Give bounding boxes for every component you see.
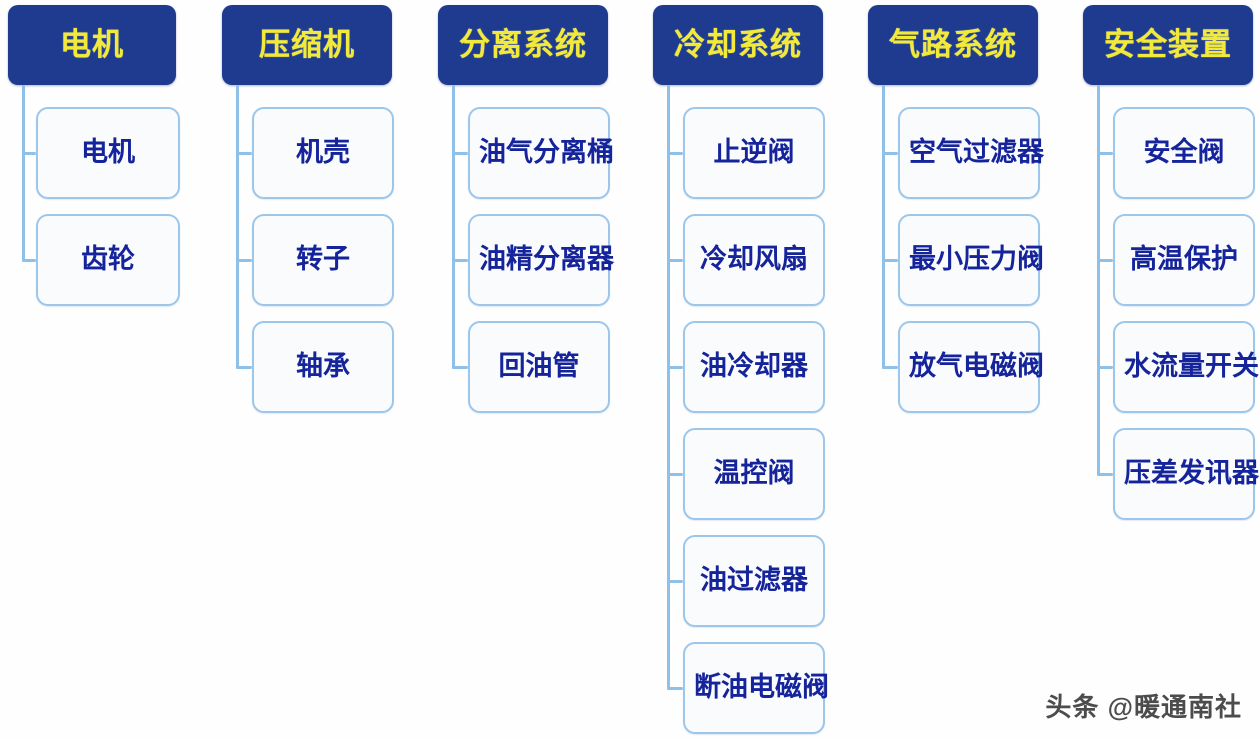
category-header-4[interactable]: 冷却系统 xyxy=(653,5,823,85)
connector-stub xyxy=(22,259,36,262)
category-header-label: 分离系统 xyxy=(459,26,587,62)
component-label: 空气过滤器 xyxy=(909,137,1044,168)
category-header-6[interactable]: 安全装置 xyxy=(1083,5,1253,85)
component-label: 油过滤器 xyxy=(700,565,808,596)
connector-stub xyxy=(882,259,898,262)
category-header-label: 电机 xyxy=(60,26,124,62)
category-header-3[interactable]: 分离系统 xyxy=(438,5,608,85)
connector-stub xyxy=(1097,366,1113,369)
component-label: 转子 xyxy=(296,244,350,275)
connector-trunk xyxy=(667,85,670,690)
component-label: 机壳 xyxy=(296,137,350,168)
component-label: 最小压力阀 xyxy=(909,244,1044,275)
component-label: 安全阀 xyxy=(1143,137,1225,168)
category-header-5[interactable]: 气路系统 xyxy=(868,5,1038,85)
component-label: 压差发讯器 xyxy=(1124,458,1259,489)
component-label: 高温保护 xyxy=(1130,244,1238,275)
connector-trunk xyxy=(452,85,455,369)
component-label: 回油管 xyxy=(498,351,580,382)
connector-stub xyxy=(667,152,683,155)
connector-stub xyxy=(667,580,683,583)
component-label: 放气电磁阀 xyxy=(909,351,1044,382)
component-box[interactable]: 断油电磁阀 xyxy=(683,642,829,734)
category-header-label: 冷却系统 xyxy=(674,26,802,62)
component-box[interactable]: 油冷却器 xyxy=(683,321,825,413)
connector-stub xyxy=(1097,473,1113,476)
connector-stub xyxy=(452,152,468,155)
category-header-label: 安全装置 xyxy=(1104,26,1232,62)
component-box[interactable]: 最小压力阀 xyxy=(898,214,1044,306)
component-label: 油气分离桶 xyxy=(479,137,614,168)
connector-stub xyxy=(667,366,683,369)
component-box[interactable]: 机壳 xyxy=(252,107,394,199)
category-header-label: 压缩机 xyxy=(259,26,355,62)
connector-stub xyxy=(667,259,683,262)
component-label: 断油电磁阀 xyxy=(694,672,829,703)
component-box[interactable]: 高温保护 xyxy=(1113,214,1255,306)
connector-stub xyxy=(22,152,36,155)
component-label: 油精分离器 xyxy=(479,244,614,275)
component-box[interactable]: 齿轮 xyxy=(36,214,180,306)
component-box[interactable]: 安全阀 xyxy=(1113,107,1255,199)
connector-stub xyxy=(882,366,898,369)
component-box[interactable]: 油精分离器 xyxy=(468,214,614,306)
component-label: 油冷却器 xyxy=(700,351,808,382)
connector-stub xyxy=(452,366,468,369)
component-label: 止逆阀 xyxy=(713,137,795,168)
component-box[interactable]: 水流量开关 xyxy=(1113,321,1259,413)
component-box[interactable]: 油气分离桶 xyxy=(468,107,614,199)
category-header-label: 气路系统 xyxy=(889,26,1017,62)
component-label: 齿轮 xyxy=(81,244,135,275)
component-box[interactable]: 冷却风扇 xyxy=(683,214,825,306)
connector-stub xyxy=(452,259,468,262)
component-label: 水流量开关 xyxy=(1124,351,1259,382)
connector-trunk xyxy=(1097,85,1100,476)
component-label: 冷却风扇 xyxy=(700,244,808,275)
component-box[interactable]: 转子 xyxy=(252,214,394,306)
component-box[interactable]: 止逆阀 xyxy=(683,107,825,199)
component-label: 温控阀 xyxy=(713,458,795,489)
connector-stub xyxy=(667,687,683,690)
connector-stub xyxy=(236,152,252,155)
watermark: 头条 @暖通南社 xyxy=(1045,692,1242,722)
connector-stub xyxy=(236,259,252,262)
component-label: 电机 xyxy=(81,137,135,168)
connector-stub xyxy=(236,366,252,369)
connector-stub xyxy=(667,473,683,476)
component-box[interactable]: 温控阀 xyxy=(683,428,825,520)
connector-stub xyxy=(1097,152,1113,155)
component-box[interactable]: 回油管 xyxy=(468,321,610,413)
component-box[interactable]: 油过滤器 xyxy=(683,535,825,627)
category-header-2[interactable]: 压缩机 xyxy=(222,5,392,85)
component-box[interactable]: 空气过滤器 xyxy=(898,107,1044,199)
connector-trunk xyxy=(882,85,885,369)
category-header-1[interactable]: 电机 xyxy=(8,5,176,85)
connector-stub xyxy=(1097,259,1113,262)
component-box[interactable]: 电机 xyxy=(36,107,180,199)
connector-stub xyxy=(882,152,898,155)
connector-trunk xyxy=(22,85,25,262)
component-box[interactable]: 轴承 xyxy=(252,321,394,413)
connector-trunk xyxy=(236,85,239,369)
component-label: 轴承 xyxy=(296,351,350,382)
component-box[interactable]: 放气电磁阀 xyxy=(898,321,1044,413)
component-box[interactable]: 压差发讯器 xyxy=(1113,428,1259,520)
